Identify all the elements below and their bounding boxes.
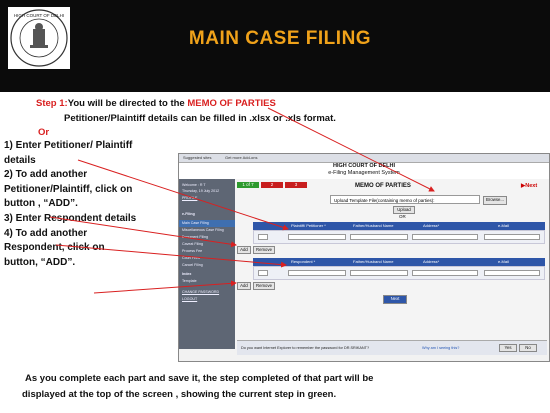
sidebar-item-template[interactable]: Template xyxy=(182,279,197,283)
petitioner-table-header: Plaintiff/ Petitioner * Father/Husband N… xyxy=(253,222,545,230)
arrow-to-respondent xyxy=(55,244,287,268)
step-pending: 2 xyxy=(261,182,283,188)
instruction-item: 1) Enter Petitioner/ Plaintiff details xyxy=(4,140,133,166)
page-title: MAIN CASE FILING xyxy=(188,28,372,49)
arrow-to-add-petitioner xyxy=(49,216,237,248)
upload-button[interactable]: Upload xyxy=(393,206,415,214)
title-select[interactable] xyxy=(258,270,268,276)
footer-line-1: As you complete each part and save it, t… xyxy=(25,373,374,384)
col-email: e-Mail xyxy=(498,223,509,228)
browser-favorites-bar: Suggested sites Get more Add-ons xyxy=(179,154,549,163)
memo-of-parties-heading: MEMO OF PARTIES xyxy=(355,183,411,189)
add-petitioner-button[interactable]: Add xyxy=(237,246,251,254)
or-label: Or xyxy=(38,127,50,138)
next-link[interactable]: ▶Next xyxy=(521,183,537,189)
why-link[interactable]: Why am I seeing this? xyxy=(422,346,460,350)
col-respondent: Respondent * xyxy=(291,259,316,264)
instruction-item: 4) To add another Respondent, click on b… xyxy=(4,227,105,268)
or-divider: OR xyxy=(399,214,406,219)
welcome-text: Welcome : R T xyxy=(182,183,206,187)
col-father-name: Father/Husband Name xyxy=(353,259,394,264)
profile-link[interactable]: PROFILE xyxy=(182,196,198,200)
step-current: 1 of 7 xyxy=(237,182,259,188)
col-email: e-Mail xyxy=(498,259,509,264)
browse-button[interactable]: Browse... xyxy=(483,196,507,205)
active-item-highlight xyxy=(179,220,235,227)
step-label: Step 1: xyxy=(36,98,68,109)
email-input[interactable] xyxy=(484,270,540,276)
step1-text: Step 1:You will be directed to the MEMO … xyxy=(36,98,276,109)
emblem-icon: HIGH COURT OF DELHI xyxy=(10,9,68,67)
sidebar-item-court-fees[interactable]: Court Fees xyxy=(182,256,200,260)
title-banner: HIGH COURT OF DELHI MAIN CASE FILING xyxy=(0,0,550,92)
efiling-screenshot: Suggested sites Get more Add-ons HIGH CO… xyxy=(178,153,550,362)
arrow-to-upload xyxy=(267,107,435,192)
next-arrow-icon: ▶ xyxy=(521,183,526,189)
addons-link[interactable]: Get more Add-ons xyxy=(225,155,258,160)
col-address: Address* xyxy=(423,223,440,228)
father-name-input[interactable] xyxy=(350,270,408,276)
title-select[interactable] xyxy=(258,234,268,240)
instruction-item: 3) Enter Respondent details xyxy=(4,212,137,224)
col-petitioner: Plaintiff/ Petitioner * xyxy=(291,223,326,228)
respondent-table-header: Respondent * Father/Husband Name Address… xyxy=(253,258,545,266)
remove-petitioner-button[interactable]: Remove xyxy=(253,246,275,254)
petitioner-row xyxy=(253,230,545,244)
instruction-item: 2) To add another Petitioner/Plaintiff, … xyxy=(4,169,133,210)
email-input[interactable] xyxy=(484,234,540,240)
col-father-name: Father/Husband Name xyxy=(353,223,394,228)
sidebar-item-process-fee[interactable]: Process Fee xyxy=(182,249,203,253)
step-text: You will be directed to the xyxy=(67,98,188,109)
respondent-row xyxy=(253,266,545,280)
address-input[interactable] xyxy=(412,234,478,240)
main-panel: 1 of 7 2 3 MEMO OF PARTIES ▶Next Upload … xyxy=(235,179,549,349)
password-prompt-bar: Do you want Internet Explorer to remembe… xyxy=(237,340,547,355)
col-address: Address* xyxy=(423,259,440,264)
svg-text:HIGH COURT OF DELHI: HIGH COURT OF DELHI xyxy=(14,13,64,18)
suggested-sites-link[interactable]: Suggested sites xyxy=(183,155,212,160)
petitioner-name-input[interactable] xyxy=(288,234,346,240)
footer-line-2: displayed at the top of the screen , sho… xyxy=(22,389,337,400)
next-link-label: Next xyxy=(525,183,538,189)
add-respondent-button[interactable]: Add xyxy=(237,282,251,290)
format-note: Petitioner/Plaintiff details can be fill… xyxy=(64,113,336,124)
address-input[interactable] xyxy=(412,270,478,276)
step-pending: 3 xyxy=(285,182,307,188)
yes-button[interactable]: Yes xyxy=(499,344,517,352)
app-header: HIGH COURT OF DELHI e-Filing Management … xyxy=(179,163,549,179)
instruction-list: 1) Enter Petitioner/ Plaintiff details 2… xyxy=(4,139,139,270)
sidebar-item-cancel[interactable]: Cancel Filing xyxy=(182,263,203,267)
sidebar-item-document[interactable]: Document Filing xyxy=(182,235,208,239)
system-name: e-Filing Management System xyxy=(328,170,400,176)
sidebar-item-caveat[interactable]: Caveat Filing xyxy=(182,242,203,246)
date-text: Thursday, 19 July 2012 xyxy=(182,189,220,193)
change-password-link[interactable]: CHANGE PASSWORD xyxy=(182,290,220,294)
efiling-heading[interactable]: e-Filing xyxy=(182,212,195,216)
father-name-input[interactable] xyxy=(350,234,408,240)
sidebar-item-misc-case[interactable]: Miscellaneous Case Filing xyxy=(182,228,224,232)
arrow-to-petitioner xyxy=(77,159,289,231)
remove-respondent-button[interactable]: Remove xyxy=(253,282,275,290)
arrow-to-add-respondent xyxy=(93,280,237,294)
prompt-text: Do you want Internet Explorer to remembe… xyxy=(241,346,370,350)
sidebar-item-main-case[interactable]: Main Case Filing xyxy=(182,221,209,225)
no-button[interactable]: No xyxy=(519,344,537,352)
next-button[interactable]: Next xyxy=(383,295,407,304)
upload-template-field[interactable]: Upload Template File(containing memo of … xyxy=(330,195,480,204)
court-emblem-logo: HIGH COURT OF DELHI xyxy=(8,7,70,69)
sidebar-item-index[interactable]: Index xyxy=(182,272,192,276)
respondent-name-input[interactable] xyxy=(288,270,346,276)
court-name: HIGH COURT OF DELHI xyxy=(332,163,396,169)
logout-link[interactable]: LOGOUT xyxy=(182,297,198,301)
memo-highlight: MEMO OF PARTIES xyxy=(187,98,276,109)
sidebar: Welcome : R T Thursday, 19 July 2012 PRO… xyxy=(179,179,235,349)
